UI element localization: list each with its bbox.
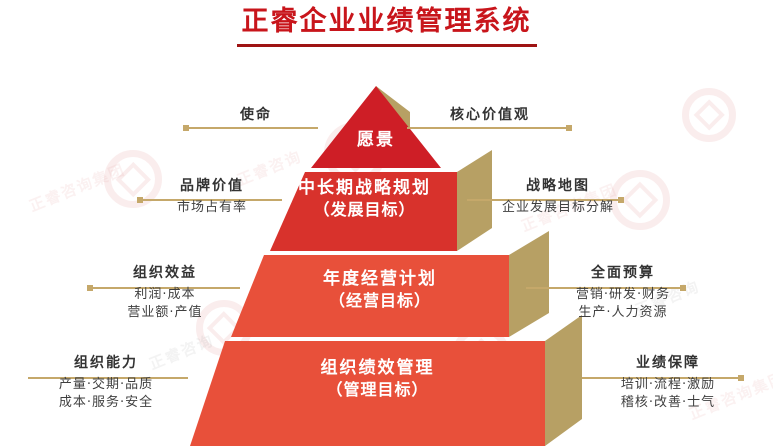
connector-row-2 xyxy=(0,197,773,203)
tier-1-label: 愿景 xyxy=(311,130,441,152)
connector-line-right xyxy=(407,127,570,129)
annotation-left-1: 使命 xyxy=(196,106,316,125)
annotation-right-3-detail: 生产·人力资源 xyxy=(578,305,668,321)
annotation-left-4-detail: 产量·交期·品质 xyxy=(58,376,154,392)
connector-line-left xyxy=(186,127,318,129)
connector-line-left xyxy=(90,287,240,289)
tier-2-front-face xyxy=(270,172,457,251)
annotation-right-3: 全面预算 营销·研发·财务 生产·人力资源 xyxy=(538,264,708,322)
annotation-right-2-detail: 企业发展目标分解 xyxy=(501,199,614,215)
annotation-left-3-detail: 利润·成本 xyxy=(134,286,196,302)
annotation-left-3-detail: 营业额·产值 xyxy=(127,305,203,321)
annotation-right-2: 战略地图 企业发展目标分解 xyxy=(478,177,638,217)
connector-dot-left xyxy=(87,285,93,291)
tier-1-title: 愿景 xyxy=(357,130,395,150)
connector-line-right xyxy=(526,287,684,289)
tier-3-label: 年度经营计划 （经营目标） xyxy=(250,269,510,311)
annotation-right-1: 核心价值观 xyxy=(415,106,565,125)
tier-2-subtitle: （发展目标） xyxy=(313,199,416,219)
title-underline xyxy=(236,44,537,48)
connector-line-left xyxy=(28,377,188,379)
tier-3-subtitle: （经营目标） xyxy=(328,290,431,310)
tier-4-side-face xyxy=(545,315,582,446)
page-title: 正睿企业业绩管理系统 xyxy=(241,6,532,37)
tier-4-label: 组织绩效管理 （管理目标） xyxy=(210,358,545,400)
annotation-left-2-detail: 市场占有率 xyxy=(176,199,247,215)
connector-row-3 xyxy=(0,285,773,291)
tier-4-front-face xyxy=(190,341,545,446)
tier-4-subtitle: （管理目标） xyxy=(326,379,429,399)
tier-2-label: 中长期战略规划 （发展目标） xyxy=(272,178,457,220)
tier-3-side-face xyxy=(509,231,549,337)
tier-4-title: 组织绩效管理 xyxy=(320,358,435,378)
annotation-right-4-detail: 培训·流程·激励 xyxy=(620,376,716,392)
annotation-left-3-heading: 组织效益 xyxy=(133,265,197,281)
annotation-left-2-heading: 品牌价值 xyxy=(180,178,244,194)
connector-row-4 xyxy=(0,375,773,381)
annotation-left-4-heading: 组织能力 xyxy=(74,355,138,371)
connector-row-1 xyxy=(0,125,773,131)
connector-dot-right xyxy=(680,285,686,291)
annotation-right-3-heading: 全面预算 xyxy=(591,265,655,281)
connector-dot-right xyxy=(566,125,572,131)
tier-2-title: 中长期战略规划 xyxy=(298,178,431,198)
connector-dot-right xyxy=(738,375,744,381)
connector-dot-left xyxy=(183,125,189,131)
connector-line-right xyxy=(582,377,742,379)
annotation-right-4: 业绩保障 培训·流程·激励 稽核·改善·士气 xyxy=(592,354,744,412)
connector-dot-right xyxy=(618,197,624,203)
page-title-block: 正睿企业业绩管理系统 xyxy=(0,6,773,48)
connector-line-left xyxy=(140,199,282,201)
annotation-left-4: 组织能力 产量·交期·品质 成本·服务·安全 xyxy=(30,354,182,412)
annotation-right-4-heading: 业绩保障 xyxy=(636,355,700,371)
connector-dot-left xyxy=(137,197,143,203)
annotation-left-1-heading: 使命 xyxy=(240,107,272,123)
connector-line-right xyxy=(467,199,622,201)
annotation-right-4-detail: 稽核·改善·士气 xyxy=(620,395,716,411)
annotation-left-3: 组织效益 利润·成本 营业额·产值 xyxy=(98,264,232,322)
annotation-right-2-heading: 战略地图 xyxy=(526,178,590,194)
tier-1-front-face xyxy=(311,86,441,168)
annotation-right-1-heading: 核心价值观 xyxy=(450,107,530,123)
tier-3-title: 年度经营计划 xyxy=(323,269,437,289)
annotation-right-3-detail: 营销·研发·财务 xyxy=(575,286,671,302)
annotation-left-2: 品牌价值 市场占有率 xyxy=(148,177,276,217)
annotation-left-4-detail: 成本·服务·安全 xyxy=(58,395,154,411)
tier-3-front-face xyxy=(231,255,509,337)
